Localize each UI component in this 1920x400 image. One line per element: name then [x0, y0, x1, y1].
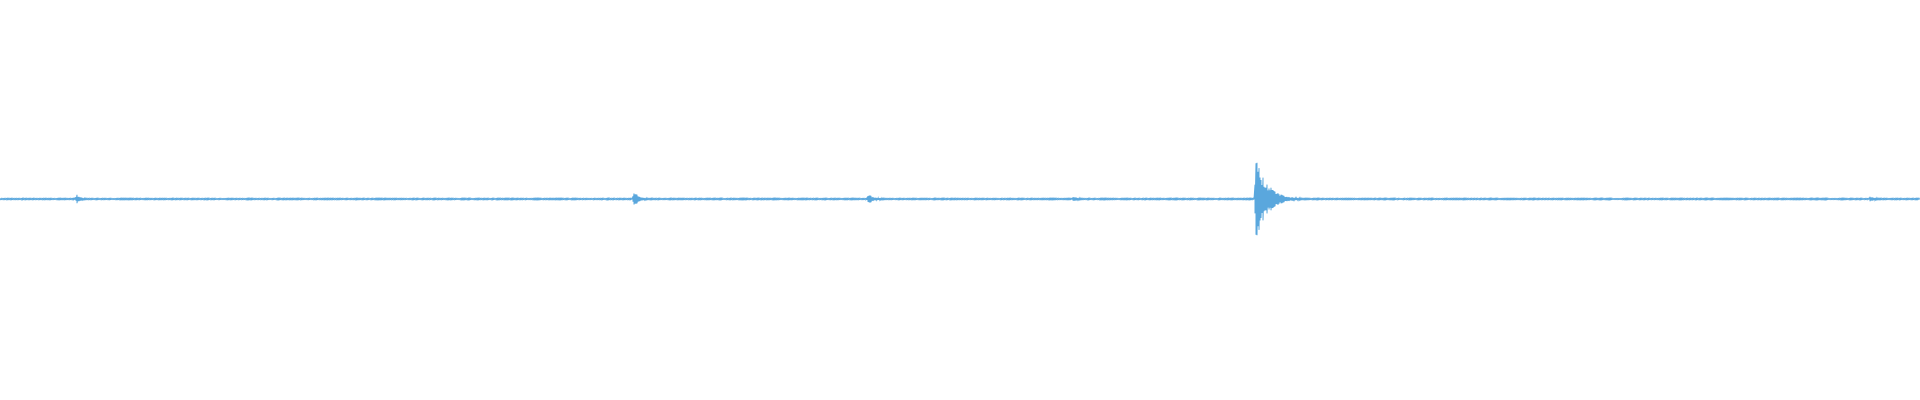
waveform-trace — [0, 162, 1920, 236]
